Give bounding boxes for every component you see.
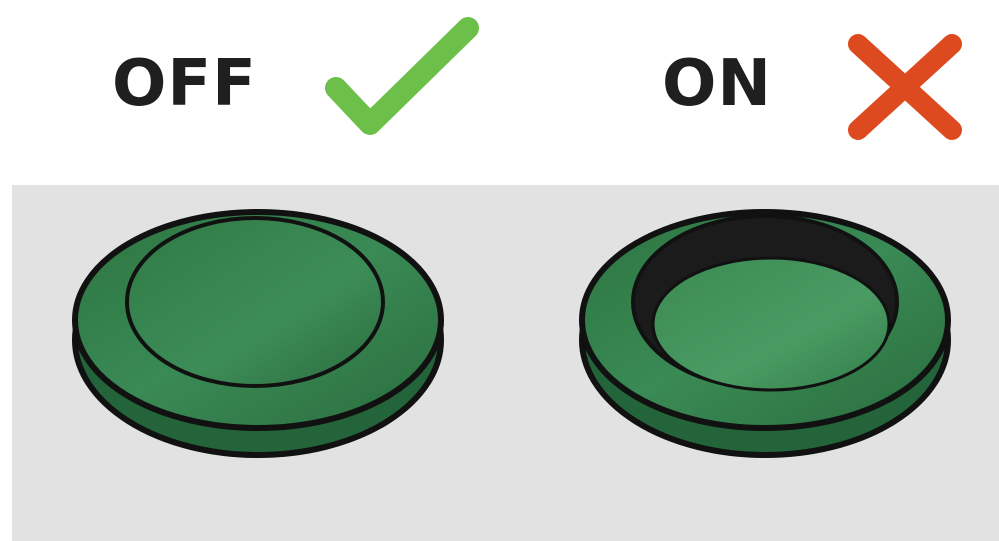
check-icon: [318, 10, 488, 145]
pressed-button: [575, 190, 975, 480]
cross-icon: [840, 28, 970, 146]
released-button: [60, 190, 460, 480]
on-state-label: ON: [662, 52, 772, 116]
off-state-label: OFF: [112, 52, 257, 116]
